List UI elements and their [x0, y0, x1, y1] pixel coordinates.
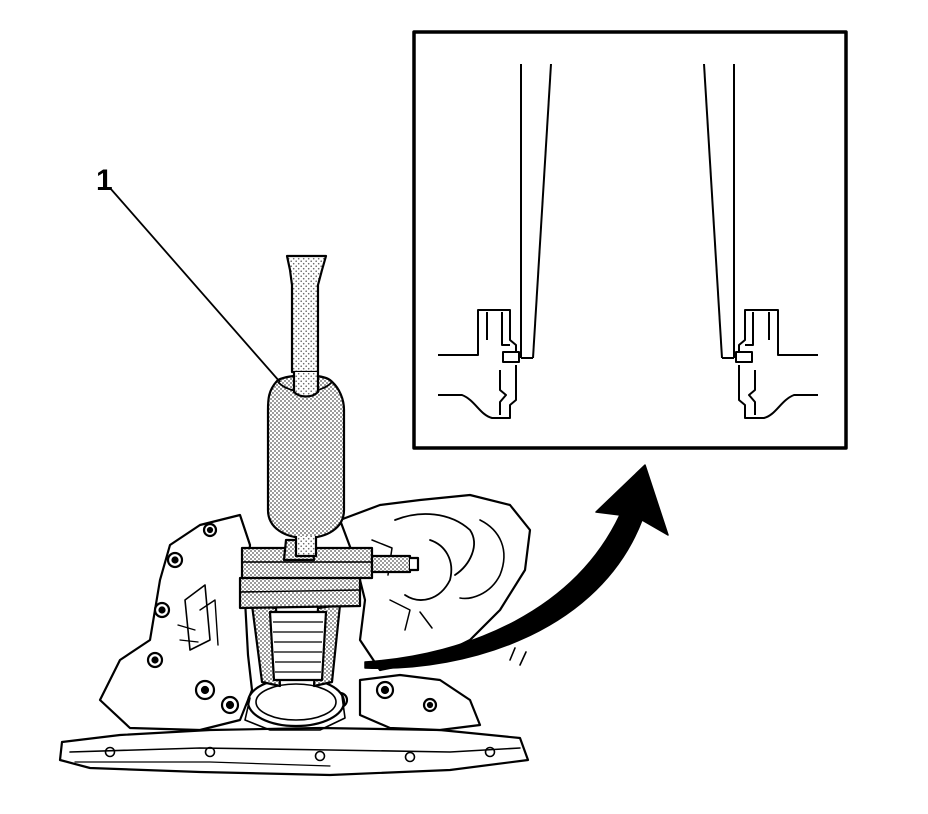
- detail-inset: [412, 30, 848, 450]
- callout-label: 1: [96, 164, 113, 197]
- bearing-puller: [238, 538, 420, 688]
- detail-left-housing: [438, 309, 517, 419]
- detail-arrow: [364, 464, 669, 669]
- detail-right-housing: [738, 309, 818, 419]
- detail-right-jaw: [703, 63, 753, 363]
- detail-left-jaw: [502, 63, 552, 363]
- callout-leader-line: [109, 187, 281, 383]
- transmission-case: [58, 493, 532, 777]
- callout-1: 1: [96, 164, 281, 383]
- slide-hammer: [266, 254, 346, 558]
- detail-inset-frame: [412, 30, 848, 450]
